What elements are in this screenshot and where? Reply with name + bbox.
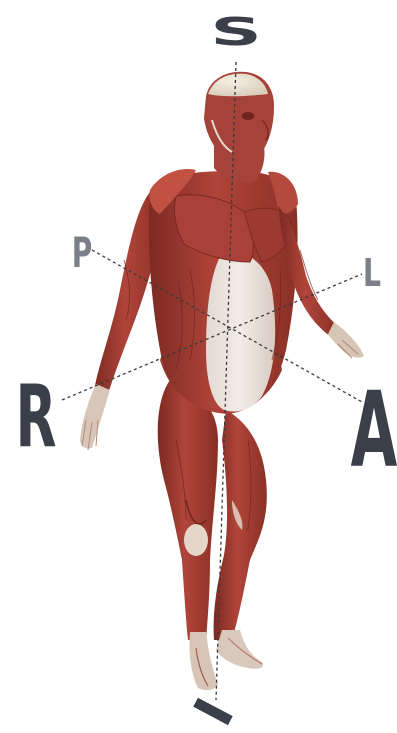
right-label: R (15, 367, 56, 467)
inferior-label: I (181, 688, 246, 733)
anterior-label: A (351, 371, 397, 492)
posterior-label: P (72, 229, 93, 277)
muscular-body-figure (80, 72, 364, 690)
left-label: L (363, 251, 381, 295)
right-leg (158, 380, 218, 690)
left-leg (214, 410, 267, 669)
superior-label: S (210, 9, 261, 54)
abdominal-fascia (206, 250, 275, 411)
